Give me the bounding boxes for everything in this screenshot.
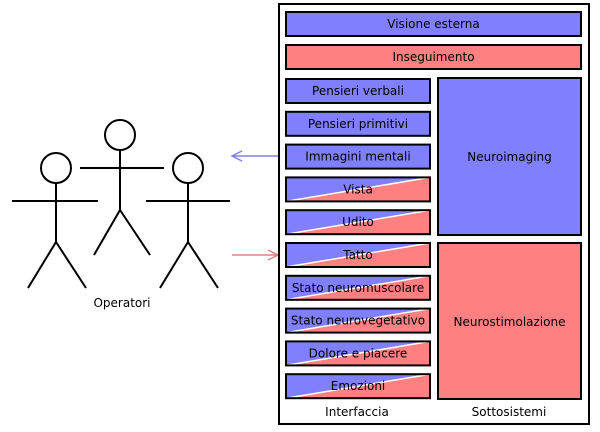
interface-item: Pensieri primitivi [285, 110, 431, 137]
subsystem-label: Neurostimolazione [454, 315, 566, 329]
top-bar-label: Inseguimento [392, 50, 474, 64]
top-bar-visione-esterna [285, 11, 582, 37]
interface-item-label: Udito [342, 215, 374, 229]
interface-item: Udito [285, 209, 431, 236]
interface-item: Dolore e piacere [285, 340, 431, 367]
interface-item-label: Pensieri primitivi [308, 117, 408, 131]
interface-item: Emozioni [285, 373, 431, 400]
column-label-interfaccia: Interfaccia [325, 405, 389, 419]
subsystem-label: Neuroimaging [467, 150, 552, 164]
operators-group [12, 119, 230, 289]
top-bar-inseguimento [285, 44, 582, 70]
interface-item: Immagini mentali [285, 143, 431, 170]
interface-item-label: Pensieri verbali [312, 84, 404, 98]
subsystem-neuroimaging [437, 77, 582, 236]
arrow-red-icon [232, 249, 280, 261]
column-label-sottosistemi: Sottosistemi [472, 405, 547, 419]
interface-item-label: Tatto [342, 248, 372, 262]
interface-item: Stato neurovegetativo [285, 307, 431, 334]
interface-item-label: Dolore e piacere [309, 346, 408, 360]
stick-figure-icon [80, 119, 164, 256]
stick-figure-icon [12, 152, 98, 289]
interface-item: Stato neuromuscolare [285, 274, 431, 301]
interface-item-label: Stato neuromuscolare [292, 281, 424, 295]
arrow-blue-icon [230, 150, 278, 162]
interface-item: Vista [285, 176, 431, 203]
operators-label: Operatori [93, 296, 150, 310]
stick-figure-icon [146, 152, 230, 289]
subsystem-neurostimolazione [437, 242, 582, 400]
interface-item-label: Stato neurovegetativo [291, 314, 425, 328]
interface-item-label: Emozioni [331, 379, 386, 393]
interface-item-label: Immagini mentali [305, 150, 410, 164]
interface-item-label: Vista [343, 182, 373, 196]
interface-item: Tatto [285, 242, 431, 268]
top-bar-label: Visione esterna [387, 17, 479, 31]
interface-item: Pensieri verbali [285, 78, 431, 104]
